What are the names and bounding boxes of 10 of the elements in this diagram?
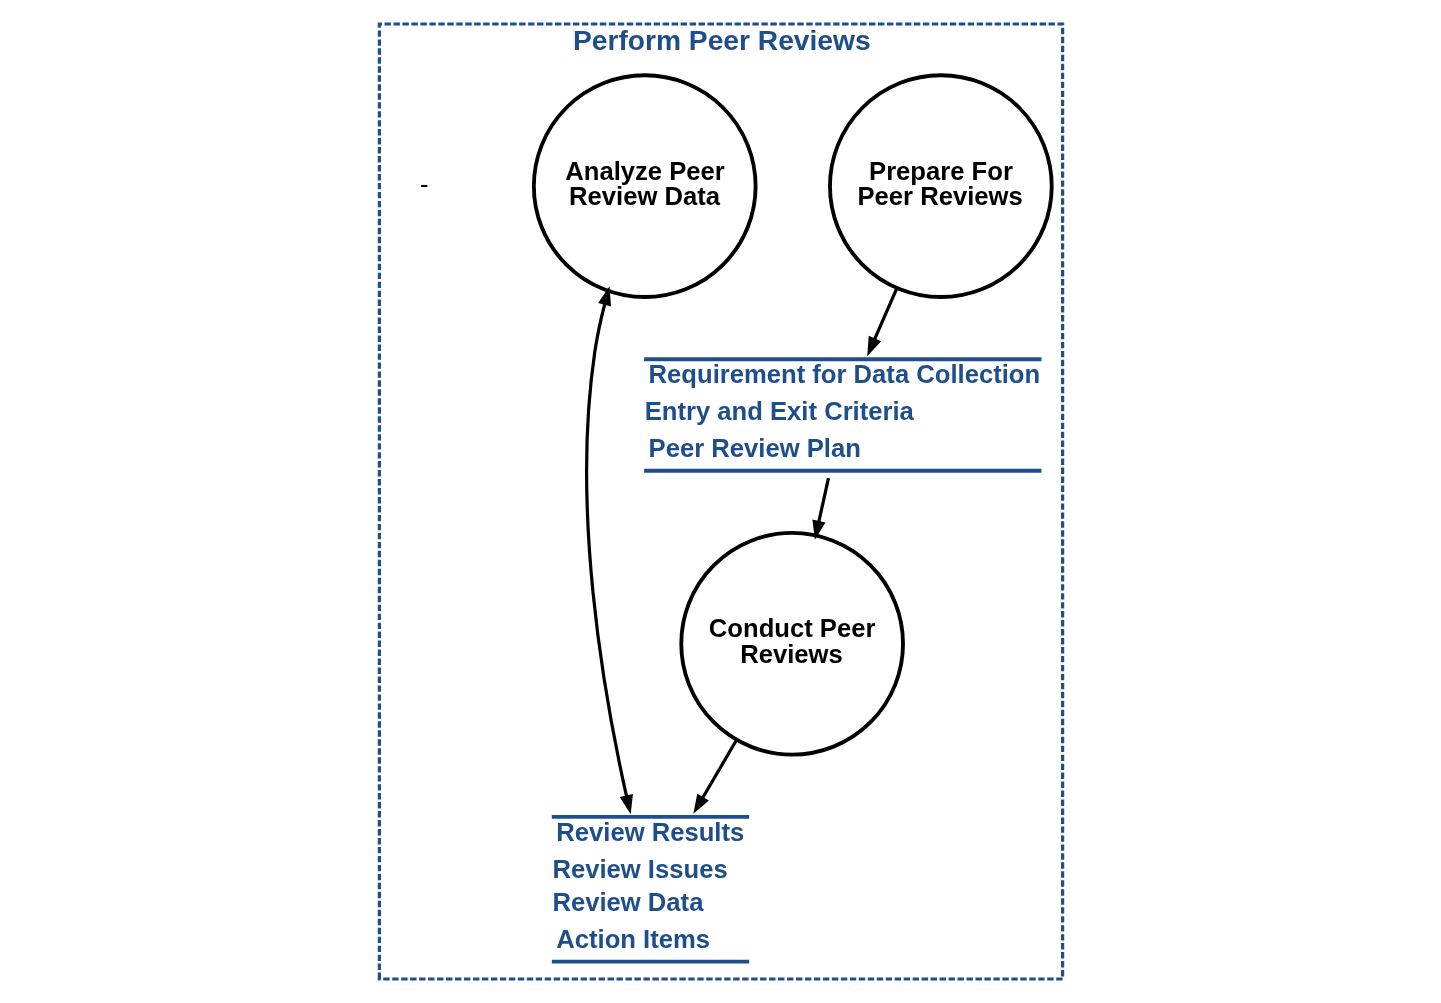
- node-circle: Conduct Peer Reviews: [678, 531, 905, 757]
- arrow: [584, 286, 633, 815]
- label: -: [419, 169, 429, 198]
- node-text: Review Results Review Issues Review Data Action Items: [551, 817, 744, 954]
- node-text: Requirement for Data Collection Entry and Exit Criteria Peer Review Plan: [644, 359, 1040, 463]
- arrow: [811, 477, 830, 540]
- arrow: [866, 287, 898, 357]
- node-circle: Analyze Peer Review Data: [531, 73, 758, 299]
- arrow: [692, 739, 738, 814]
- node-circle: Prepare For Peer Reviews: [827, 73, 1054, 299]
